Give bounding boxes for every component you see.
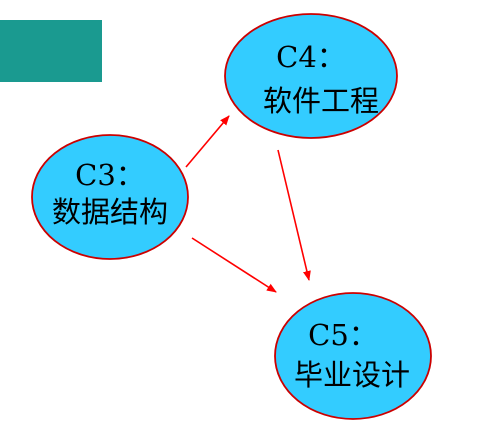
node-c4: C4： 软件工程 — [224, 13, 398, 139]
node-c5-id: C5： — [308, 318, 378, 352]
node-c5-title: 毕业设计 — [294, 358, 410, 392]
accent-block — [0, 20, 102, 82]
node-c4-id: C4： — [276, 40, 346, 74]
node-c5: C5： 毕业设计 — [274, 292, 432, 420]
edge-c4-c5 — [277, 149, 311, 281]
node-c3: C3： 数据结构 — [31, 134, 189, 260]
node-c3-id: C3： — [75, 158, 145, 192]
edge-c3-c5 — [191, 237, 277, 293]
edge-c3-c4 — [185, 115, 230, 168]
node-c4-title: 软件工程 — [263, 84, 379, 118]
node-c3-title: 数据结构 — [52, 195, 168, 229]
